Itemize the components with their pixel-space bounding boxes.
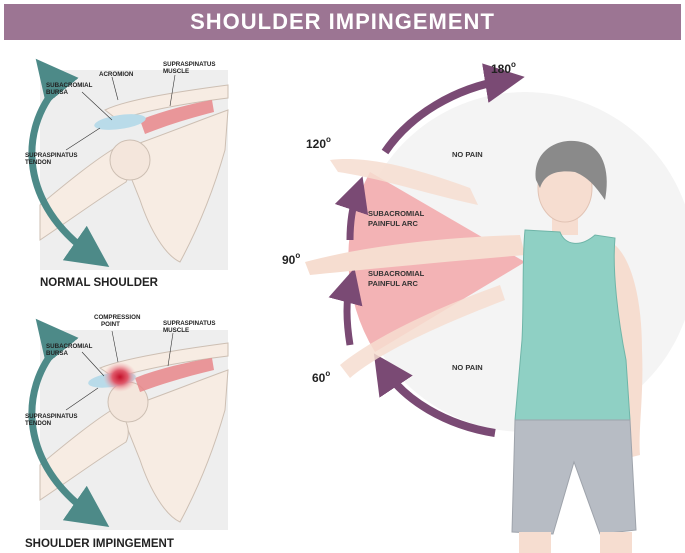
label-supraspinatus-muscle: MUSCLE bbox=[163, 68, 189, 75]
humeral-head bbox=[109, 139, 151, 181]
leader-line bbox=[167, 332, 174, 367]
leader-line bbox=[169, 74, 176, 107]
label-supraspinatus-muscle: SUPRASPINATUS bbox=[163, 320, 215, 327]
supraspinatus-muscle bbox=[140, 100, 214, 134]
left-leg bbox=[519, 532, 551, 553]
zone-painful-upper: SUBACROMIAL bbox=[368, 209, 425, 218]
normal-shoulder-panel: SUBACROMIAL BURSA ACROMION SUPRASPINATUS… bbox=[25, 58, 229, 289]
angle-label-60: 60o bbox=[312, 369, 330, 385]
range-arrow-teal-start bbox=[35, 318, 79, 365]
person-figure bbox=[511, 140, 643, 553]
label-supraspinatus-tendon: SUPRASPINATUS bbox=[25, 152, 77, 159]
label-supraspinatus-tendon: TENDON bbox=[25, 420, 52, 427]
hair bbox=[535, 140, 607, 200]
humerus bbox=[39, 407, 129, 501]
zone-painful-lower: SUBACROMIAL bbox=[368, 269, 425, 278]
tank-top bbox=[514, 229, 631, 425]
arrow-to-180 bbox=[381, 63, 525, 155]
arrow-from-60 bbox=[373, 353, 496, 437]
label-acromion: ACROMION bbox=[99, 71, 134, 78]
label-compression-point: POINT bbox=[101, 321, 120, 328]
label-subacromial-bursa: BURSA bbox=[46, 89, 69, 96]
angle-label-180: 180o bbox=[491, 60, 516, 76]
leader-line bbox=[65, 127, 101, 151]
label-subacromial-bursa: SUBACROMIAL bbox=[46, 343, 93, 350]
zone-painful-upper: PAINFUL ARC bbox=[368, 219, 418, 228]
acromion-bone bbox=[104, 84, 229, 121]
leader-line bbox=[81, 351, 105, 377]
shorts bbox=[511, 419, 637, 535]
arm-120 bbox=[330, 159, 478, 205]
caption-normal-shoulder: NORMAL SHOULDER bbox=[40, 277, 159, 289]
compression-point bbox=[103, 362, 137, 392]
arrow-painful-lower bbox=[328, 268, 363, 346]
zone-painful-lower: PAINFUL ARC bbox=[368, 279, 418, 288]
label-subacromial-bursa: BURSA bbox=[46, 350, 69, 357]
label-supraspinatus-tendon: TENDON bbox=[25, 159, 52, 166]
label-supraspinatus-muscle: SUPRASPINATUS bbox=[163, 61, 215, 68]
leader-line bbox=[111, 76, 119, 101]
range-arrow-teal-start bbox=[35, 58, 79, 105]
arm-60 bbox=[340, 285, 505, 378]
title-bar: SHOULDER IMPINGEMENT bbox=[4, 4, 681, 40]
leader-line bbox=[65, 387, 99, 411]
supraspinatus-muscle bbox=[135, 358, 214, 392]
caption-shoulder-impingement: SHOULDER IMPINGEMENT bbox=[25, 538, 174, 550]
zone-no-pain-top: NO PAIN bbox=[452, 150, 483, 159]
label-subacromial-bursa: SUBACROMIAL bbox=[46, 82, 93, 89]
scapula bbox=[119, 109, 229, 263]
leader-line bbox=[111, 330, 119, 363]
page-title: SHOULDER IMPINGEMENT bbox=[190, 9, 495, 34]
leader-line bbox=[81, 91, 113, 121]
angle-label-120: 120o bbox=[306, 135, 331, 151]
arrow-painful-upper bbox=[334, 176, 369, 241]
angle-label-90: 90o bbox=[282, 251, 300, 267]
zone-no-pain-bottom: NO PAIN bbox=[452, 363, 483, 372]
impingement-panel: COMPRESSION POINT SUPRASPINATUS MUSCLE S… bbox=[25, 314, 229, 550]
subacromial-bursa bbox=[94, 114, 146, 130]
label-supraspinatus-muscle: MUSCLE bbox=[163, 327, 189, 334]
label-supraspinatus-tendon: SUPRASPINATUS bbox=[25, 413, 77, 420]
right-leg bbox=[600, 532, 632, 553]
label-compression-point: COMPRESSION bbox=[94, 314, 141, 321]
arm-90 bbox=[305, 235, 525, 275]
